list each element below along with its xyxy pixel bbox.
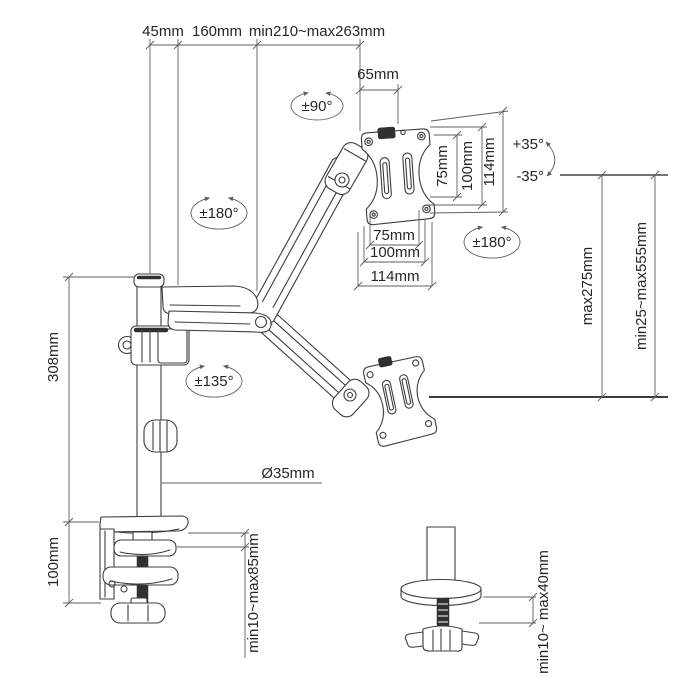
dim-label-max-height: max275mm [579,247,596,325]
angle-label-tilt-up: +35° [513,136,544,153]
dim-top-widths: 45mm 160mm min210~max263mm [142,23,385,291]
rotation-180-head: ±180° [463,225,521,259]
dim-label-vesa-h75: 75mm [373,227,415,244]
dim-label-grommet-range: min10~ max40mm [535,550,552,674]
upper-head [324,141,369,196]
dim-label-clamp-height: 100mm [45,537,62,587]
dim-label-vesa-v100: 100mm [459,141,476,191]
dim-clamp-range: min10~max85mm [177,528,262,658]
dim-65mm: 65mm [355,66,403,124]
vesa-plate-upper [360,126,436,226]
dim-label-clamp-range: min10~max85mm [245,533,262,653]
grommet-mount [400,526,482,652]
dim-pole-diameter: Ø35mm [162,465,322,484]
dim-label-pole-height: 308mm [45,332,62,382]
lower-arm [161,285,272,333]
dim-label-pole-diameter: Ø35mm [261,465,314,482]
tilt-range: +35° -35° [513,136,556,185]
dim-pole-height: 308mm [45,272,134,527]
angle-label-180-arm: ±180° [199,205,238,222]
dim-label-vesa-v75: 75mm [434,145,451,187]
dim-label-height-range: min25~max555mm [633,222,650,350]
pole [133,273,165,519]
dim-clamp-height: 100mm [45,522,101,608]
dim-label-160mm: 160mm [192,23,242,40]
rotation-135: ±135° [185,364,243,398]
dim-label-vesa-h114: 114mm [371,268,420,285]
dim-vesa-horizontal: 75mm 100mm 114mm [353,210,437,291]
dim-label-vesa-h100: 100mm [370,244,420,261]
dim-label-vesa-v114: 114mm [481,138,498,187]
vesa-plate-lowered [363,356,438,447]
pole-collar [117,325,190,366]
dim-label-65mm: 65mm [357,66,399,83]
angle-label-135: ±135° [194,373,233,390]
dim-vesa-vertical: 75mm 100mm 114mm [428,106,509,217]
rotation-90: ±90° [290,91,344,121]
angle-label-tilt-down: -35° [516,168,544,185]
desk-clamp [99,515,189,624]
dim-label-reach: min210~max263mm [249,23,385,40]
cable-clip [143,419,178,453]
angle-label-90: ±90° [302,98,333,115]
angle-label-180-head: ±180° [472,234,511,251]
dim-label-45mm: 45mm [142,23,184,40]
lowered-head [331,378,370,418]
rotation-180-arm: ±180° [190,196,248,230]
dim-height-range: max275mm min25~max555mm [560,170,668,402]
dim-grommet-range: min10~ max40mm [479,550,552,674]
